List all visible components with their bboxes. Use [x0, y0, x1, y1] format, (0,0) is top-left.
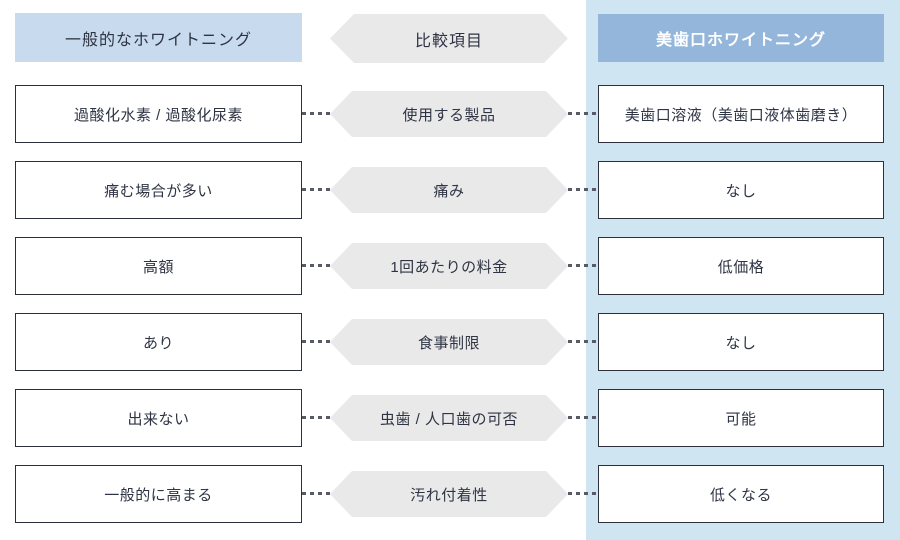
- left-column-header-label: 一般的なホワイトニング: [64, 31, 252, 49]
- dashed-connector-right: [568, 188, 598, 191]
- center-column-header: 比較項目: [330, 14, 568, 63]
- comparison-item-label: 虫歯 / 人口歯の可否: [379, 410, 518, 428]
- comparison-item-label: 使用する製品: [402, 106, 496, 124]
- dashed-connector-left: [302, 112, 330, 115]
- dashed-connector-left: [302, 416, 330, 419]
- dashed-connector-right: [568, 416, 598, 419]
- left-value-cell: 過酸化水素 / 過酸化尿素: [15, 85, 302, 143]
- dashed-connector-right: [568, 492, 598, 495]
- right-column-header-label: 美歯口ホワイトニング: [655, 32, 826, 49]
- comparison-item-hexagon: 汚れ付着性: [330, 471, 568, 517]
- left-value-label: 過酸化水素 / 過酸化尿素: [73, 106, 243, 124]
- left-value-label: 痛む場合が多い: [104, 182, 213, 200]
- dashed-connector-left: [302, 188, 330, 191]
- comparison-item-hexagon: 虫歯 / 人口歯の可否: [330, 395, 568, 441]
- left-value-label: 高額: [142, 258, 174, 276]
- comparison-row: 出来ない 虫歯 / 人口歯の可否 可能: [0, 389, 900, 447]
- dashed-connector-left: [302, 264, 330, 267]
- center-column-header-label: 比較項目: [414, 32, 483, 50]
- left-value-label: 出来ない: [127, 410, 190, 428]
- right-value-label: なし: [725, 334, 757, 352]
- right-value-cell: 低価格: [598, 237, 884, 295]
- left-value-label: 一般的に高まる: [104, 486, 213, 504]
- comparison-item-label: 食事制限: [417, 334, 480, 352]
- comparison-row: 一般的に高まる 汚れ付着性 低くなる: [0, 465, 900, 523]
- left-value-cell: 痛む場合が多い: [15, 161, 302, 219]
- left-value-cell: 一般的に高まる: [15, 465, 302, 523]
- left-column-header: 一般的なホワイトニング: [15, 13, 302, 62]
- comparison-item-label: 痛み: [433, 182, 465, 200]
- right-value-label: 美歯口溶液（美歯口液体歯磨き）: [624, 106, 858, 124]
- dashed-connector-left: [302, 492, 330, 495]
- comparison-row: 高額 1回あたりの料金 低価格: [0, 237, 900, 295]
- right-column-header: 美歯口ホワイトニング: [598, 14, 884, 62]
- comparison-row: 痛む場合が多い 痛み なし: [0, 161, 900, 219]
- left-value-cell: あり: [15, 313, 302, 371]
- dashed-connector-right: [568, 264, 598, 267]
- comparison-item-hexagon: 痛み: [330, 167, 568, 213]
- right-value-label: 可能: [725, 410, 757, 428]
- dashed-connector-left: [302, 340, 330, 343]
- right-value-label: 低価格: [717, 258, 765, 276]
- right-value-label: なし: [725, 182, 757, 200]
- comparison-row: あり 食事制限 なし: [0, 313, 900, 371]
- left-value-label: あり: [142, 334, 174, 352]
- comparison-item-hexagon: 食事制限: [330, 319, 568, 365]
- left-value-cell: 高額: [15, 237, 302, 295]
- right-value-cell: 低くなる: [598, 465, 884, 523]
- right-value-cell: なし: [598, 161, 884, 219]
- right-value-cell: 美歯口溶液（美歯口液体歯磨き）: [598, 85, 884, 143]
- comparison-item-hexagon: 1回あたりの料金: [330, 243, 568, 289]
- comparison-item-label: 1回あたりの料金: [390, 258, 508, 276]
- comparison-row: 過酸化水素 / 過酸化尿素 使用する製品 美歯口溶液（美歯口液体歯磨き）: [0, 85, 900, 143]
- right-value-cell: なし: [598, 313, 884, 371]
- comparison-item-hexagon: 使用する製品: [330, 91, 568, 137]
- dashed-connector-right: [568, 340, 598, 343]
- left-value-cell: 出来ない: [15, 389, 302, 447]
- dashed-connector-right: [568, 112, 598, 115]
- right-value-cell: 可能: [598, 389, 884, 447]
- comparison-item-label: 汚れ付着性: [410, 486, 488, 504]
- right-value-label: 低くなる: [709, 486, 772, 504]
